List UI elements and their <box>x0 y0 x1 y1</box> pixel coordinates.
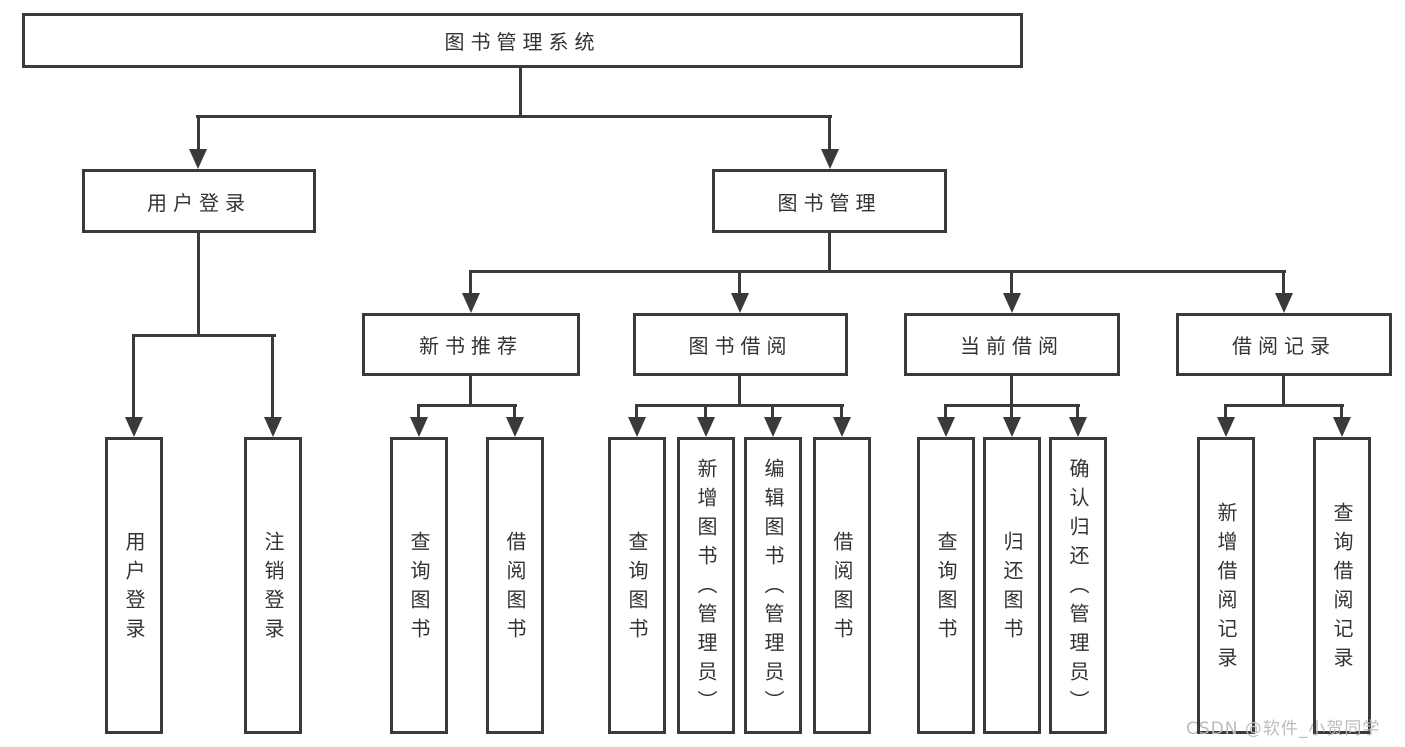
arrow-leaf-user-login-head <box>125 417 143 437</box>
node-current-borrowing-label: 当前借阅 <box>960 334 1064 358</box>
arrow-new-books-head <box>462 293 480 313</box>
node-user-login: 用户登录 <box>82 169 316 233</box>
node-library-system-label: 图书管理系统 <box>444 30 601 54</box>
arrow-new-books-stem <box>469 270 472 297</box>
arrow-nb-borrow-stem <box>513 404 516 419</box>
arrow-user-login-head <box>189 149 207 169</box>
arrow-bb-edit-head <box>764 417 782 437</box>
leaf-br-query-record: 查询借阅记录 <box>1313 437 1371 734</box>
arrow-book-management-head <box>821 149 839 169</box>
leaf-cb-return-books-label: 归还图书 <box>1000 530 1024 647</box>
csdn-watermark: CSDN @软件_小贺同学 <box>1186 719 1381 739</box>
node-new-book-recommend: 新书推荐 <box>362 313 580 376</box>
arrow-user-login-stem <box>197 115 200 153</box>
connector-user-login-hline <box>132 334 276 337</box>
leaf-nb-borrow-books: 借阅图书 <box>486 437 544 734</box>
connector-borrow-records-hline <box>1224 404 1344 407</box>
arrow-cb-return-head <box>1003 417 1021 437</box>
leaf-nb-query-books-label: 查询图书 <box>407 530 431 647</box>
arrow-book-borrowing-head <box>731 293 749 313</box>
node-library-system: 图书管理系统 <box>22 13 1023 68</box>
arrow-cb-query-stem <box>944 404 947 419</box>
arrow-bb-borrow-head <box>833 417 851 437</box>
arrow-bb-edit-stem <box>771 404 774 419</box>
leaf-br-add-record-label: 新增借阅记录 <box>1214 501 1238 676</box>
leaf-bb-add-book-admin: 新增图书（管理员） <box>677 437 735 734</box>
arrow-nb-query-head <box>410 417 428 437</box>
arrow-cb-return-stem <box>1010 404 1013 419</box>
leaf-nb-borrow-books-label: 借阅图书 <box>503 530 527 647</box>
leaf-bb-borrow-books-label: 借阅图书 <box>830 530 854 647</box>
arrow-br-add-stem <box>1224 404 1227 419</box>
connector-new-books-stem <box>469 376 472 407</box>
leaf-cb-return-books: 归还图书 <box>983 437 1041 734</box>
arrow-cb-query-head <box>937 417 955 437</box>
leaf-cb-query-books-label: 查询图书 <box>934 530 958 647</box>
node-current-borrowing: 当前借阅 <box>904 313 1120 376</box>
leaf-bb-edit-book-admin: 编辑图书（管理员） <box>744 437 802 734</box>
connector-book-borrowing-hline <box>635 404 844 407</box>
connector-new-books-hline <box>417 404 517 407</box>
connector-root-hline <box>196 115 832 118</box>
connector-borrow-records-stem2 <box>1282 376 1285 407</box>
connector-root-stem <box>519 68 522 117</box>
leaf-bb-query-books: 查询图书 <box>608 437 666 734</box>
arrow-cb-confirm-stem <box>1076 404 1079 419</box>
arrow-bb-add-stem <box>704 404 707 419</box>
leaf-br-add-record: 新增借阅记录 <box>1197 437 1255 734</box>
leaf-br-query-record-label: 查询借阅记录 <box>1330 501 1354 676</box>
node-book-borrowing-label: 图书借阅 <box>688 334 793 358</box>
arrow-book-management-stem <box>828 115 831 153</box>
leaf-bb-edit-book-admin-label: 编辑图书（管理员） <box>761 458 785 719</box>
arrow-current-borrowing-stem <box>1010 270 1013 297</box>
connector-user-login-stem <box>197 233 200 337</box>
arrow-bb-query-stem <box>635 404 638 419</box>
arrow-bb-borrow-stem <box>840 404 843 419</box>
leaf-logout-label: 注销登录 <box>261 530 285 647</box>
leaf-logout: 注销登录 <box>244 437 302 734</box>
node-book-management: 图书管理 <box>712 169 947 233</box>
leaf-bb-query-books-label: 查询图书 <box>625 530 649 647</box>
connector-current-borrowing-stem2 <box>1010 376 1013 407</box>
arrow-leaf-user-login-stem <box>132 334 135 419</box>
arrow-nb-borrow-head <box>506 417 524 437</box>
arrow-current-borrowing-head <box>1003 293 1021 313</box>
arrow-br-add-head <box>1217 417 1235 437</box>
arrow-bb-add-head <box>697 417 715 437</box>
node-new-book-recommend-label: 新书推荐 <box>419 334 523 358</box>
arrow-leaf-logout-stem <box>271 334 274 419</box>
arrow-borrow-records-head <box>1275 293 1293 313</box>
arrow-cb-confirm-head <box>1069 417 1087 437</box>
connector-book-borrowing-stem2 <box>738 376 741 407</box>
arrow-leaf-logout-head <box>264 417 282 437</box>
node-borrow-records-label: 借阅记录 <box>1232 334 1336 358</box>
arrow-nb-query-stem <box>417 404 420 419</box>
connector-book-management-hline <box>469 270 1286 273</box>
leaf-bb-borrow-books: 借阅图书 <box>813 437 871 734</box>
leaf-user-login-label: 用户登录 <box>122 530 146 647</box>
arrow-br-query-stem <box>1340 404 1343 419</box>
node-book-management-label: 图书管理 <box>777 190 882 215</box>
leaf-bb-add-book-admin-label: 新增图书（管理员） <box>694 458 718 719</box>
leaf-cb-confirm-return-admin: 确认归还（管理员） <box>1049 437 1107 734</box>
connector-book-management-stem <box>828 233 831 273</box>
leaf-cb-confirm-return-admin-label: 确认归还（管理员） <box>1066 458 1090 719</box>
arrow-bb-query-head <box>628 417 646 437</box>
node-book-borrowing: 图书借阅 <box>633 313 848 376</box>
leaf-cb-query-books: 查询图书 <box>917 437 975 734</box>
arrow-book-borrowing-stem <box>738 270 741 297</box>
arrow-borrow-records-stem <box>1282 270 1285 297</box>
node-borrow-records: 借阅记录 <box>1176 313 1392 376</box>
arrow-br-query-head <box>1333 417 1351 437</box>
leaf-nb-query-books: 查询图书 <box>390 437 448 734</box>
leaf-user-login: 用户登录 <box>105 437 163 734</box>
node-user-login-label: 用户登录 <box>147 190 251 215</box>
